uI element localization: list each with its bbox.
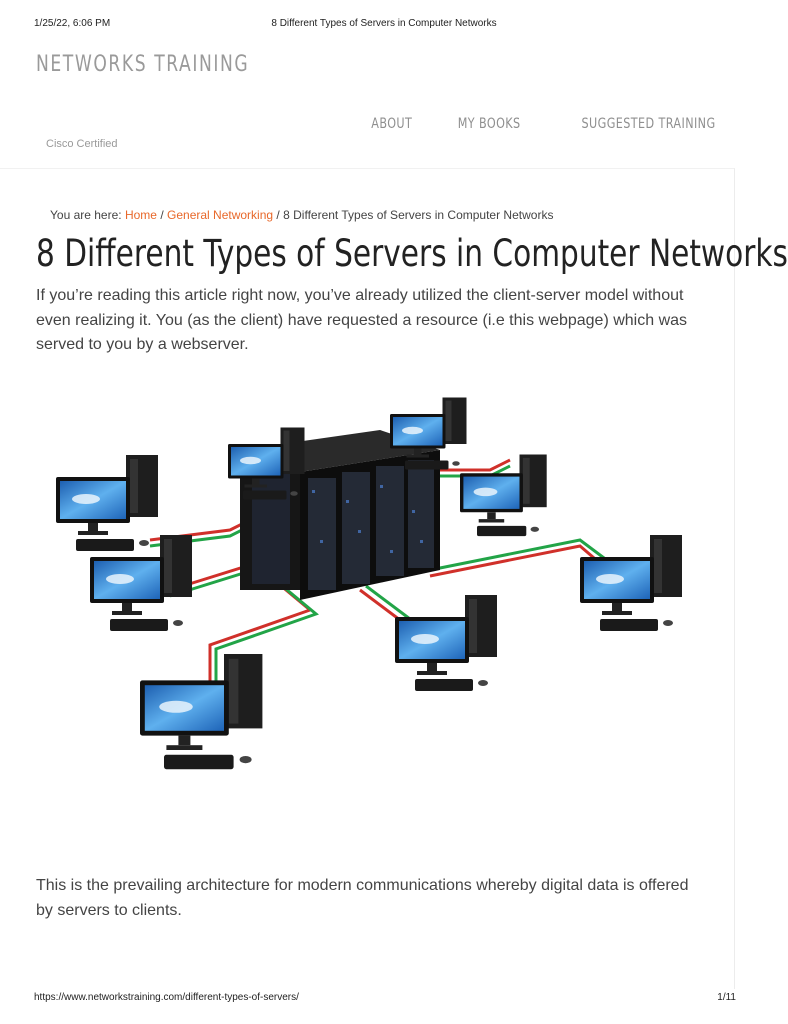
site-title[interactable]: NETWORKS TRAINING [36, 52, 250, 77]
client-pc [395, 595, 497, 691]
breadcrumb-current: 8 Different Types of Servers in Computer… [283, 208, 554, 222]
page-number: 1/11 [717, 992, 736, 1003]
nav-suggested-training[interactable]: SUGGESTED TRAINING [581, 116, 716, 132]
main-nav: ABOUT MY BOOKS SUGGESTED TRAINING [357, 116, 716, 132]
nav-my-books[interactable]: MY BOOKS [457, 116, 521, 132]
architecture-paragraph: This is the prevailing architecture for … [36, 877, 689, 919]
breadcrumb-home-link[interactable]: Home [124, 208, 157, 222]
breadcrumb-separator: / [276, 208, 280, 222]
breadcrumb-prefix: You are here: [50, 208, 122, 222]
client-pc [56, 455, 158, 551]
client-pc [140, 654, 263, 770]
client-pc [460, 454, 547, 537]
breadcrumb-category-link[interactable]: General Networking [167, 208, 274, 222]
breadcrumb: You are here: Home / General Networking … [50, 208, 553, 222]
network-illustration [56, 397, 682, 770]
content-area [0, 168, 735, 989]
intro-paragraph: If you’re reading this article right now… [36, 287, 688, 353]
nav-about[interactable]: ABOUT [370, 116, 412, 132]
client-pc [580, 535, 682, 631]
print-doc-title: 8 Different Types of Servers in Computer… [271, 18, 497, 29]
page-title: 8 Different Types of Servers in Computer… [36, 232, 788, 275]
cutoff-text: Cisco Certified [46, 138, 118, 150]
breadcrumb-separator: / [160, 208, 164, 222]
print-url: https://www.networkstraining.com/differe… [34, 992, 299, 1003]
print-datetime: 1/25/22, 6:06 PM [34, 18, 111, 29]
